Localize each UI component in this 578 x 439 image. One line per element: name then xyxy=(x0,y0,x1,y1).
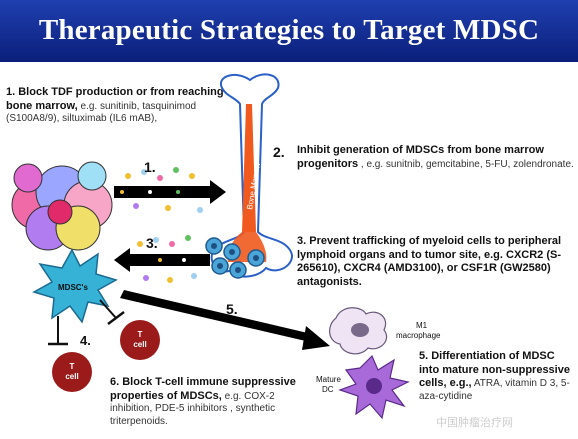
t-cell-left-label-1: T xyxy=(70,362,75,371)
strategy-1-examples: e.g. sunitinib, tasquinimod (S100A8/9), … xyxy=(6,100,197,125)
mdsc-cell: MDSC's xyxy=(32,248,118,324)
bone-marrow-shape: Bone Marrow xyxy=(210,73,293,278)
strategy-3-heading: 3. Prevent trafficking of myeloid cells … xyxy=(297,235,562,288)
strategy-6-examples: e.g. COX-2 inhibition, PDE-5 inhibitors … xyxy=(110,390,276,427)
tumor-cluster xyxy=(11,161,113,251)
strategy-5-heading: 5. Differentiation of MDSC into mature n… xyxy=(419,350,570,389)
strategy-6-heading: 6. Block T-cell immune suppressive prope… xyxy=(110,376,296,402)
mdsc-label: MDSC's xyxy=(58,283,88,292)
arrow-3: 3. xyxy=(114,235,210,283)
dc-label-2: DC xyxy=(322,385,334,394)
strategy-3-text: 3. Prevent trafficking of myeloid cells … xyxy=(297,235,575,289)
strategy-1-text: 1. Block TDF production or from reaching… xyxy=(6,86,242,126)
t-cell-left: T cell xyxy=(52,352,92,392)
arrow-1: 1. xyxy=(114,159,226,213)
arrow-5: 5. xyxy=(120,290,330,350)
watermark: 中国肿瘤治疗网 xyxy=(436,417,513,429)
number-3: 3. xyxy=(146,235,158,251)
mature-dc: Mature DC xyxy=(316,354,410,420)
number-5: 5. xyxy=(226,301,238,317)
m1-label-1: M1 xyxy=(416,321,428,330)
m1-macrophage: M1 macrophage xyxy=(329,307,441,355)
page-title: Therapeutic Strategies to Target MDSC xyxy=(38,14,540,46)
mdsc-cluster xyxy=(205,237,265,279)
m1-label-2: macrophage xyxy=(396,331,441,340)
strategy-2-examples: , e.g. sunitnib, gemcitabine, 5-FU, zole… xyxy=(358,158,574,170)
strategy-1-heading: 1. Block TDF production or from reaching… xyxy=(6,86,224,112)
strategy-5-examples: ATRA, vitamin D 3, 5-aza-cytidine xyxy=(419,378,570,402)
t-cell-left-label-2: cell xyxy=(65,372,78,381)
number-2: 2. xyxy=(273,144,285,160)
number-4: 4. xyxy=(80,333,91,348)
strategy-2-heading: Inhibit generation of MDSCs from bone ma… xyxy=(297,144,544,170)
t-cell-right: T cell xyxy=(120,320,160,360)
strategy-2-text: Inhibit generation of MDSCs from bone ma… xyxy=(297,144,575,171)
diagram-canvas: Bone Marrow 1. 3. 2. MDSC's xyxy=(0,62,578,434)
t-cell-right-label-1: T xyxy=(138,330,143,339)
title-banner: Therapeutic Strategies to Target MDSC xyxy=(0,0,578,62)
dc-label-1: Mature xyxy=(316,375,341,384)
number-1: 1. xyxy=(144,159,156,175)
strategy-5-text: 5. Differentiation of MDSC into mature n… xyxy=(419,350,575,403)
inhibition-lines: 4. xyxy=(48,299,125,348)
strategy-6-text: 6. Block T-cell immune suppressive prope… xyxy=(110,376,310,428)
t-cell-right-label-2: cell xyxy=(133,340,146,349)
